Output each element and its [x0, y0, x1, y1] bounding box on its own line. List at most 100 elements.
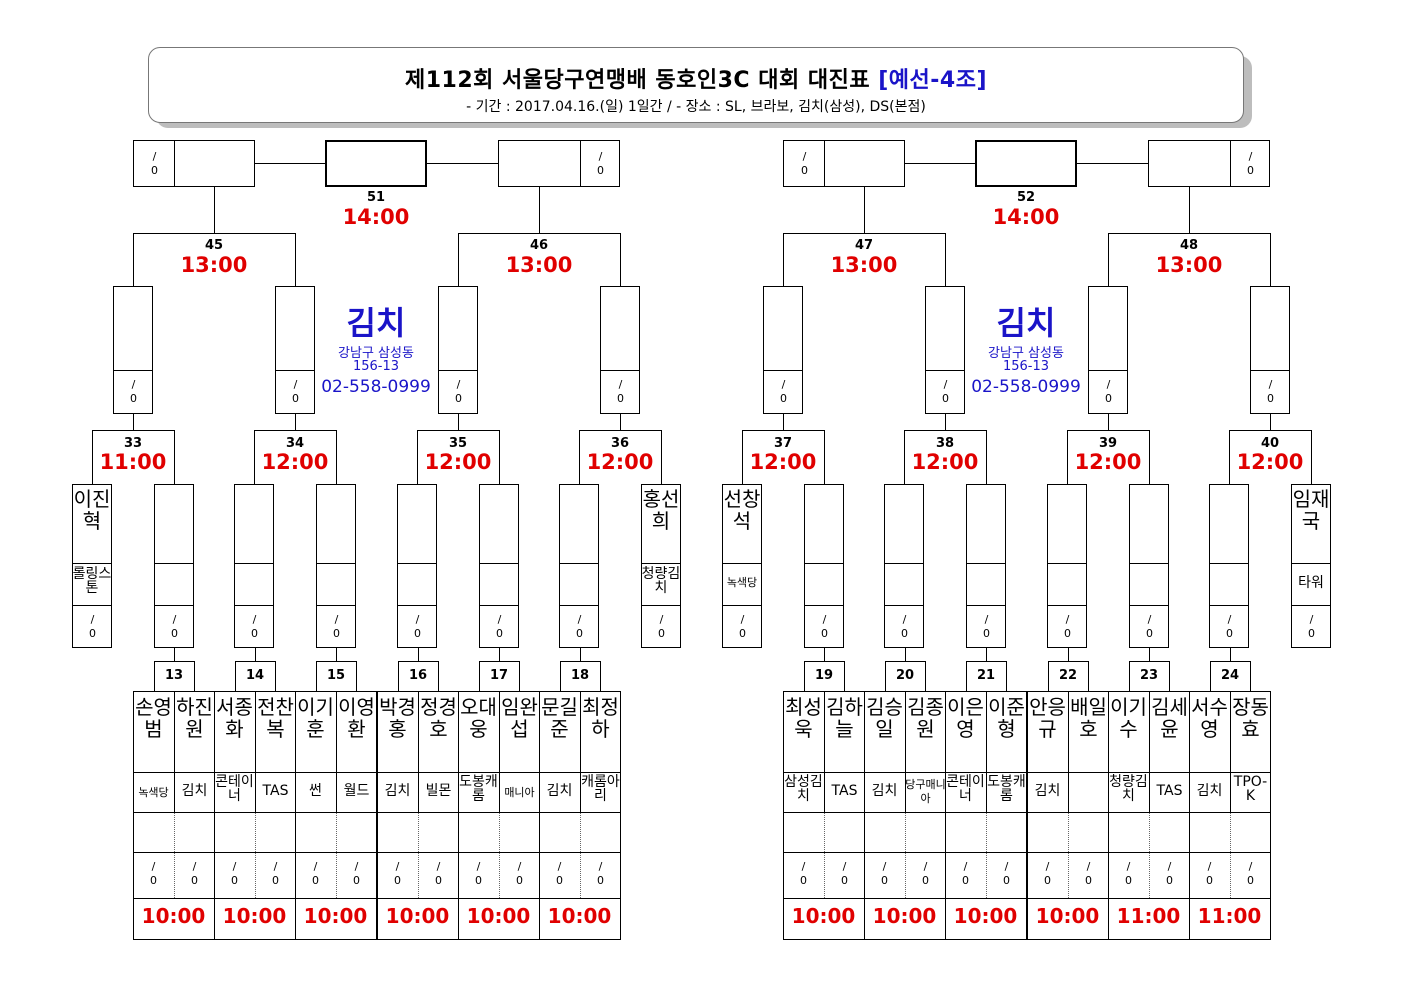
player-club: TAS: [1156, 783, 1183, 799]
match-number-box: [398, 661, 439, 692]
match-time: 11:00: [1116, 904, 1181, 928]
title-main: 제112회 서울당구연맹배 동호인3C 대회 대진표: [404, 68, 871, 93]
score-slash: /: [618, 378, 623, 391]
slot-divider: [966, 605, 1006, 606]
player-name: 이기훈: [297, 695, 334, 741]
score-value: 0: [151, 164, 158, 177]
row-divider: [783, 772, 865, 773]
match-time: 10:00: [141, 904, 206, 928]
score-value: 0: [780, 392, 787, 405]
match-number-box: [966, 661, 1007, 692]
bracket-line: [254, 430, 255, 484]
match-time: 10:00: [953, 904, 1018, 928]
bracket-line: [620, 414, 621, 430]
score-value: 0: [821, 627, 828, 640]
bracket-line: [986, 648, 987, 661]
bracket-line: [336, 430, 337, 484]
bracket-line: [418, 648, 419, 661]
bracket-line: [458, 233, 620, 234]
bye-player-name: 이진혁: [73, 487, 111, 533]
score-cell: /0: [285, 378, 305, 406]
row-divider: [458, 898, 540, 899]
bye-player-club: 청량김치: [641, 566, 681, 596]
score-value: 0: [597, 874, 604, 887]
bracket-line: [580, 648, 581, 661]
slot-divider: [559, 605, 599, 606]
score-value: 0: [312, 874, 319, 887]
score-cell: /0: [915, 860, 935, 888]
score-slash: /: [1045, 860, 1050, 873]
row-divider: [864, 772, 946, 773]
row-divider: [377, 772, 459, 773]
venue-address: 강남구 삼성동: [338, 346, 414, 361]
bracket-line: [742, 430, 743, 484]
score-value: 0: [801, 164, 808, 177]
bye-player-name: 임재국: [1292, 487, 1330, 533]
row-divider: [133, 812, 215, 813]
match-number: 19: [814, 668, 834, 683]
player-club: 녹색당: [138, 786, 169, 799]
row-divider: [783, 898, 865, 899]
score-slash: /: [313, 860, 318, 873]
score-slash: /: [781, 378, 786, 391]
player-name: 김종원: [907, 695, 944, 741]
score-cell: /0: [346, 860, 366, 888]
score-slash: /: [1167, 860, 1172, 873]
score-value: 0: [576, 627, 583, 640]
slot-divider: [316, 563, 356, 564]
player-name: 김세윤: [1151, 695, 1188, 741]
column-divider: [418, 812, 419, 898]
slot-divider: [1250, 370, 1290, 371]
slot-divider: [1291, 563, 1331, 564]
match-number-box: [1129, 661, 1170, 692]
bracket-line: [174, 430, 175, 484]
column-divider: [1068, 812, 1069, 898]
match-number: 40: [1260, 436, 1280, 451]
bracket-line: [824, 430, 825, 484]
match-time: 14:00: [342, 205, 410, 229]
quarter-slot-box: [925, 286, 965, 414]
score-value: 0: [435, 874, 442, 887]
match-number: 16: [408, 668, 428, 683]
player-club: 김치: [1034, 783, 1061, 799]
slot-divider: [1129, 605, 1169, 606]
round2-slot-box: [234, 484, 274, 648]
row-divider: [214, 812, 296, 813]
score-cell: /0: [610, 378, 630, 406]
row-divider: [539, 852, 621, 853]
match-number: 15: [326, 668, 346, 683]
score-slash: /: [172, 613, 177, 626]
score-cell: /0: [651, 613, 671, 641]
score-slash: /: [1248, 150, 1253, 163]
quarter-slot-box: [600, 286, 640, 414]
slot-divider: [174, 140, 175, 187]
player-club: 캐롬아리: [581, 774, 620, 804]
quarter-slot-box: [1250, 286, 1290, 414]
quarter-slot-box: [438, 286, 478, 414]
row-divider: [295, 772, 377, 773]
slot-divider: [641, 605, 681, 606]
bye-player-name: 선창석: [723, 487, 761, 533]
row-divider: [214, 852, 296, 853]
score-slash: /: [598, 150, 603, 163]
score-cell: /0: [976, 613, 996, 641]
match-time: 12:00: [911, 450, 979, 474]
round2-slot-box: [804, 484, 844, 648]
row-divider: [377, 812, 459, 813]
bracket-line: [1067, 430, 1149, 431]
match-time: 13:00: [1155, 253, 1223, 277]
player-name: 이은영: [947, 695, 984, 741]
score-cell: /0: [773, 378, 793, 406]
column-divider: [1149, 812, 1150, 898]
row-divider: [1108, 772, 1190, 773]
score-cell: /0: [793, 860, 813, 888]
venue-lot: 156-13: [1002, 359, 1050, 374]
match-time: 13:00: [830, 253, 898, 277]
player-name: 정경호: [420, 695, 457, 741]
slot-divider: [966, 563, 1006, 564]
player-name: 오대웅: [460, 695, 497, 741]
score-value: 0: [150, 874, 157, 887]
player-name: 이영환: [338, 695, 375, 741]
round2-slot-box: [884, 484, 924, 648]
bracket-line: [824, 648, 825, 661]
